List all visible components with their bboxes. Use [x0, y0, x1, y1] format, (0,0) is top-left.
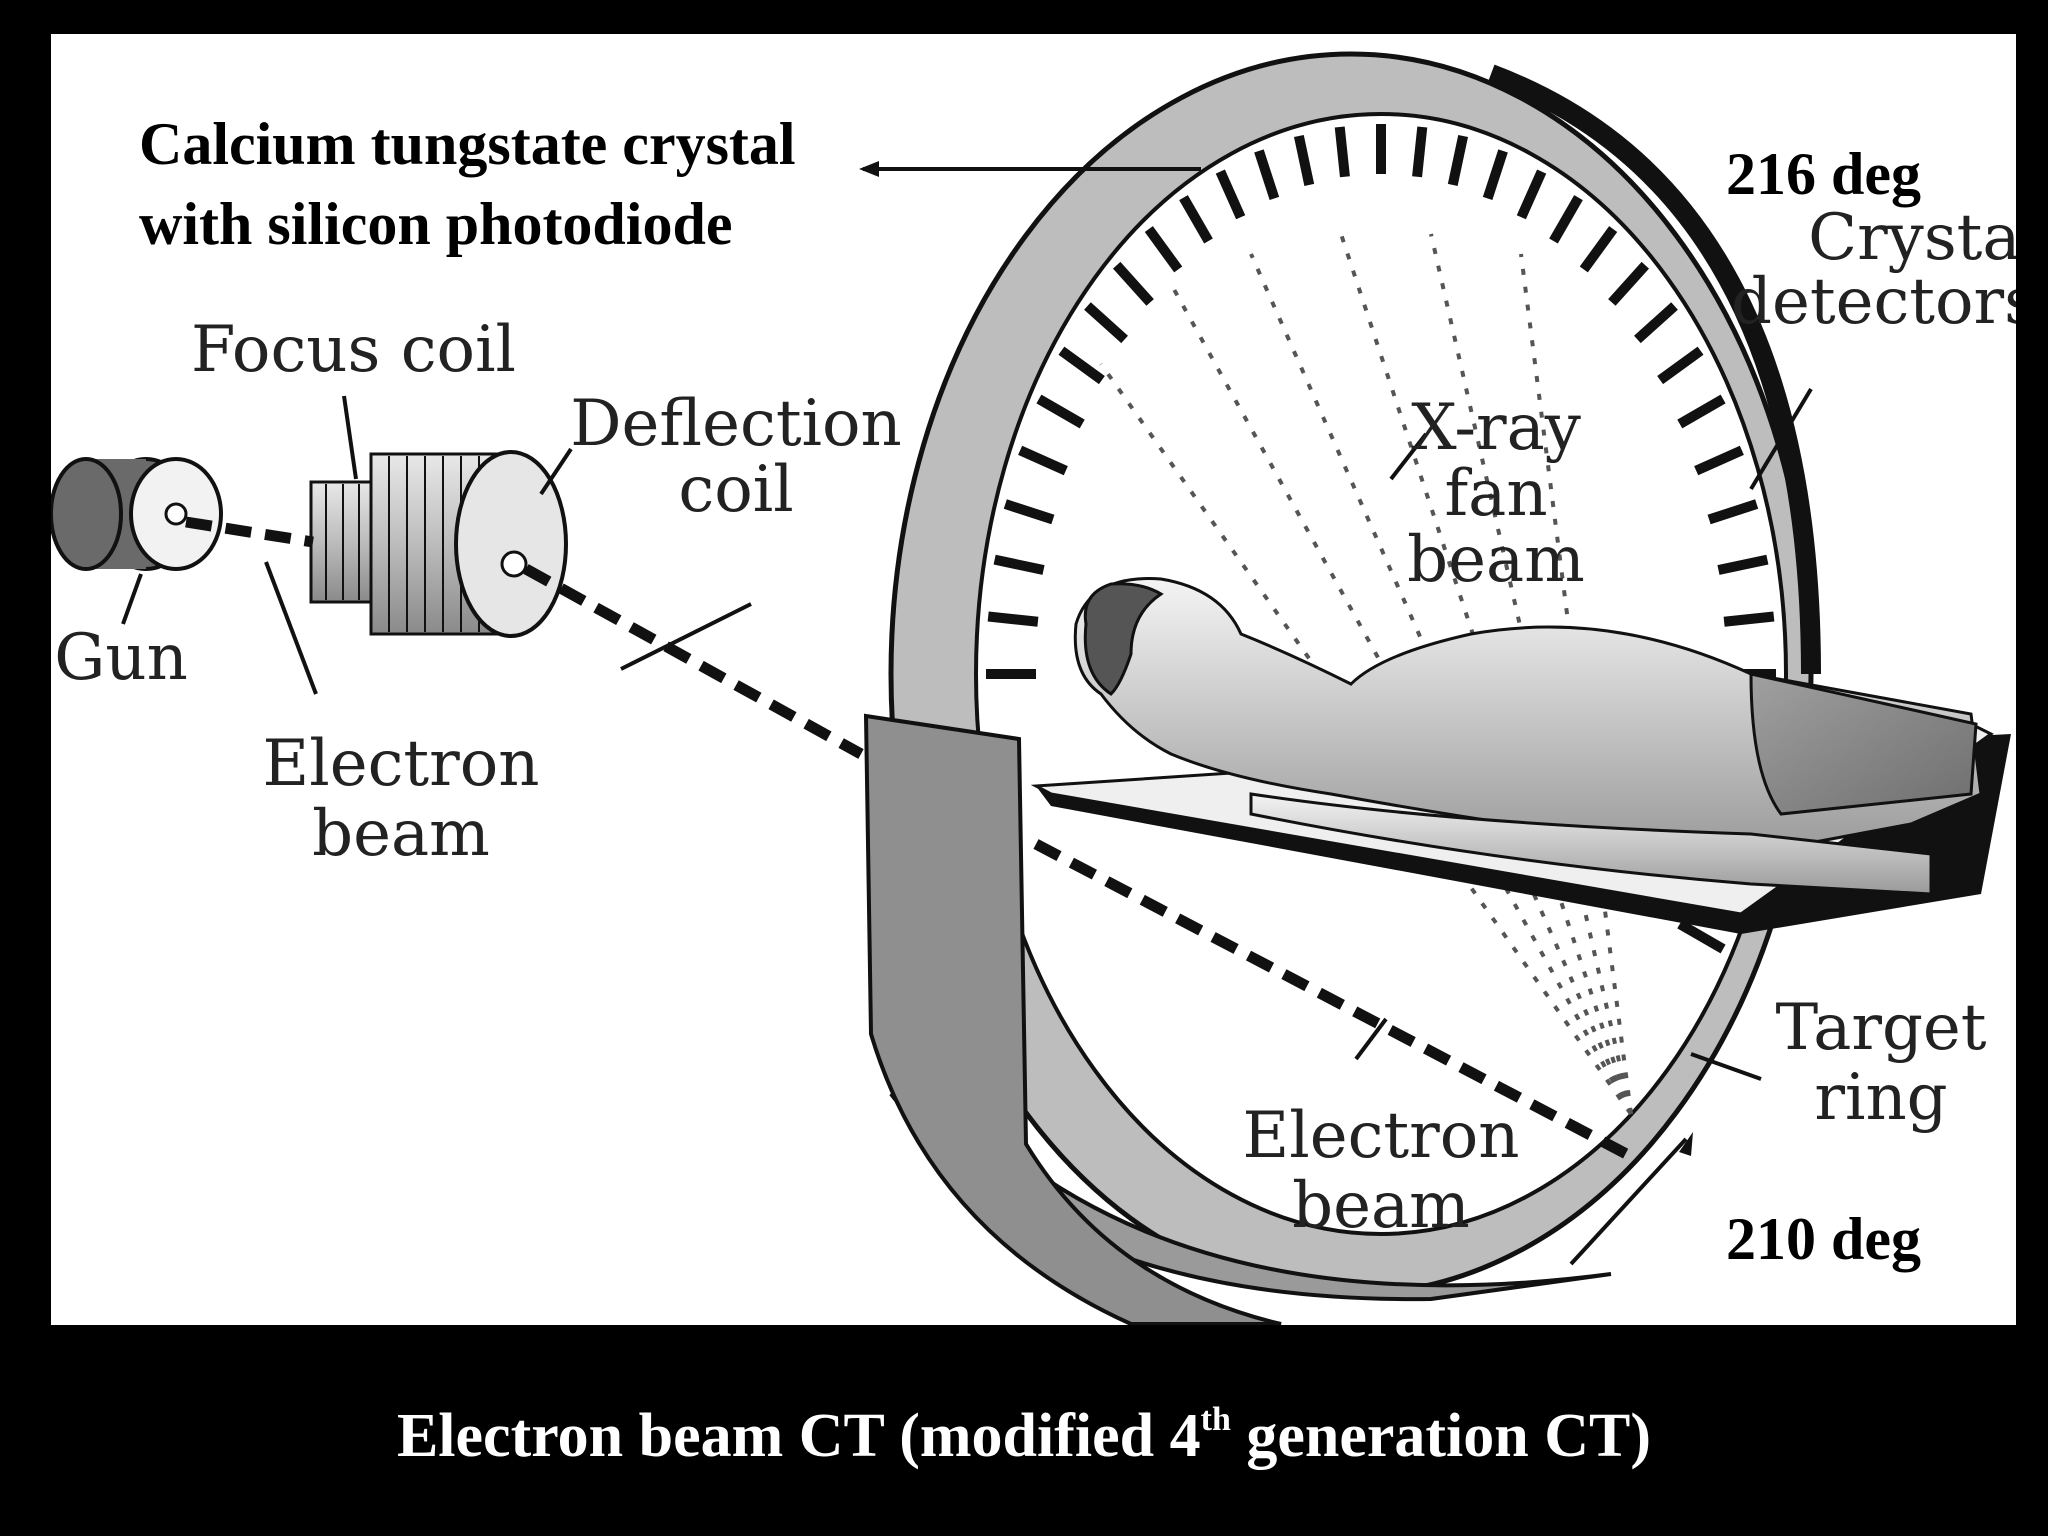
detector-tick	[1657, 346, 1704, 385]
electron-beam-path	[185, 516, 1639, 1164]
electron-beam-bottom-line2: beam	[1292, 1169, 1470, 1243]
top-angle-label: 216 deg	[1726, 141, 1921, 207]
detector-tick	[1579, 226, 1618, 273]
focus-coil-icon	[309, 480, 378, 604]
electron-beam-left-line1: Electron	[262, 727, 540, 801]
target-ring-line2: ring	[1814, 1061, 1948, 1135]
detector-tick	[1549, 195, 1583, 244]
detector-tick	[1694, 445, 1744, 476]
electron-beam-left-line2: beam	[312, 797, 490, 871]
crystal-label-line1: Calcium tungstate crystal	[139, 111, 796, 177]
detector-tick	[1215, 169, 1246, 220]
bottom-angle-label: 210 deg	[1726, 1206, 1921, 1272]
detector-tick	[1144, 226, 1183, 273]
xray-label-line1: X-ray	[1411, 391, 1581, 465]
xray-label-line3: beam	[1407, 523, 1585, 597]
detector-tick	[1677, 919, 1726, 954]
detector-tick	[1179, 195, 1213, 244]
gun-label: Gun	[54, 621, 188, 695]
detector-tick	[1608, 261, 1650, 306]
detector-tick	[1707, 499, 1759, 525]
detector-tick	[1036, 394, 1085, 429]
detector-tick	[1058, 346, 1105, 385]
detector-tick	[1112, 261, 1154, 306]
detector-tick	[1482, 149, 1508, 201]
gantry-shield	[863, 713, 1282, 1325]
figure-caption: Electron beam CT (modified 4th generatio…	[0, 1385, 2048, 1471]
detector-tick	[1516, 169, 1547, 220]
target-ring-line1: Target	[1775, 991, 1987, 1065]
detector-tick	[1334, 126, 1350, 178]
deflection-coil-icon	[369, 450, 568, 638]
deflection-coil-line1: Deflection	[570, 387, 902, 461]
leader-lines	[121, 161, 1813, 1266]
electron-beam-bottom-line1: Electron	[1242, 1099, 1520, 1173]
detector-tick	[1254, 149, 1280, 201]
detector-tick	[1412, 126, 1428, 178]
detector-tick	[1717, 554, 1769, 575]
detector-tick	[1634, 302, 1678, 344]
caption-superscript: th	[1200, 1401, 1231, 1438]
detector-tick	[987, 611, 1039, 627]
detector-tick	[993, 554, 1045, 575]
detector-tick	[1677, 394, 1726, 429]
detector-tick	[1003, 499, 1055, 525]
focus-coil-label: Focus coil	[191, 313, 516, 387]
crystal-detectors-line1: Crystal	[1808, 201, 2016, 275]
detector-tick	[1018, 445, 1068, 476]
detector-tick	[1723, 611, 1775, 627]
detector-tick	[1447, 134, 1469, 186]
detector-tick	[1293, 134, 1315, 186]
crystal-detectors-line2: detectors	[1731, 265, 2016, 339]
caption-prefix: Electron beam CT (modified 4	[396, 1402, 1201, 1470]
caption-suffix: generation CT)	[1230, 1402, 1652, 1470]
detector-tick	[1084, 302, 1128, 344]
xray-label-line2: fan	[1444, 457, 1548, 531]
deflection-coil-line2: coil	[678, 453, 794, 527]
diagram-panel: Calcium tungstate crystal with silicon p…	[51, 34, 2016, 1325]
patient-icon	[1073, 577, 1983, 896]
crystal-label-line2: with silicon photodiode	[139, 191, 733, 257]
ebct-diagram	[51, 51, 2011, 1325]
electron-gun-icon	[51, 457, 223, 571]
